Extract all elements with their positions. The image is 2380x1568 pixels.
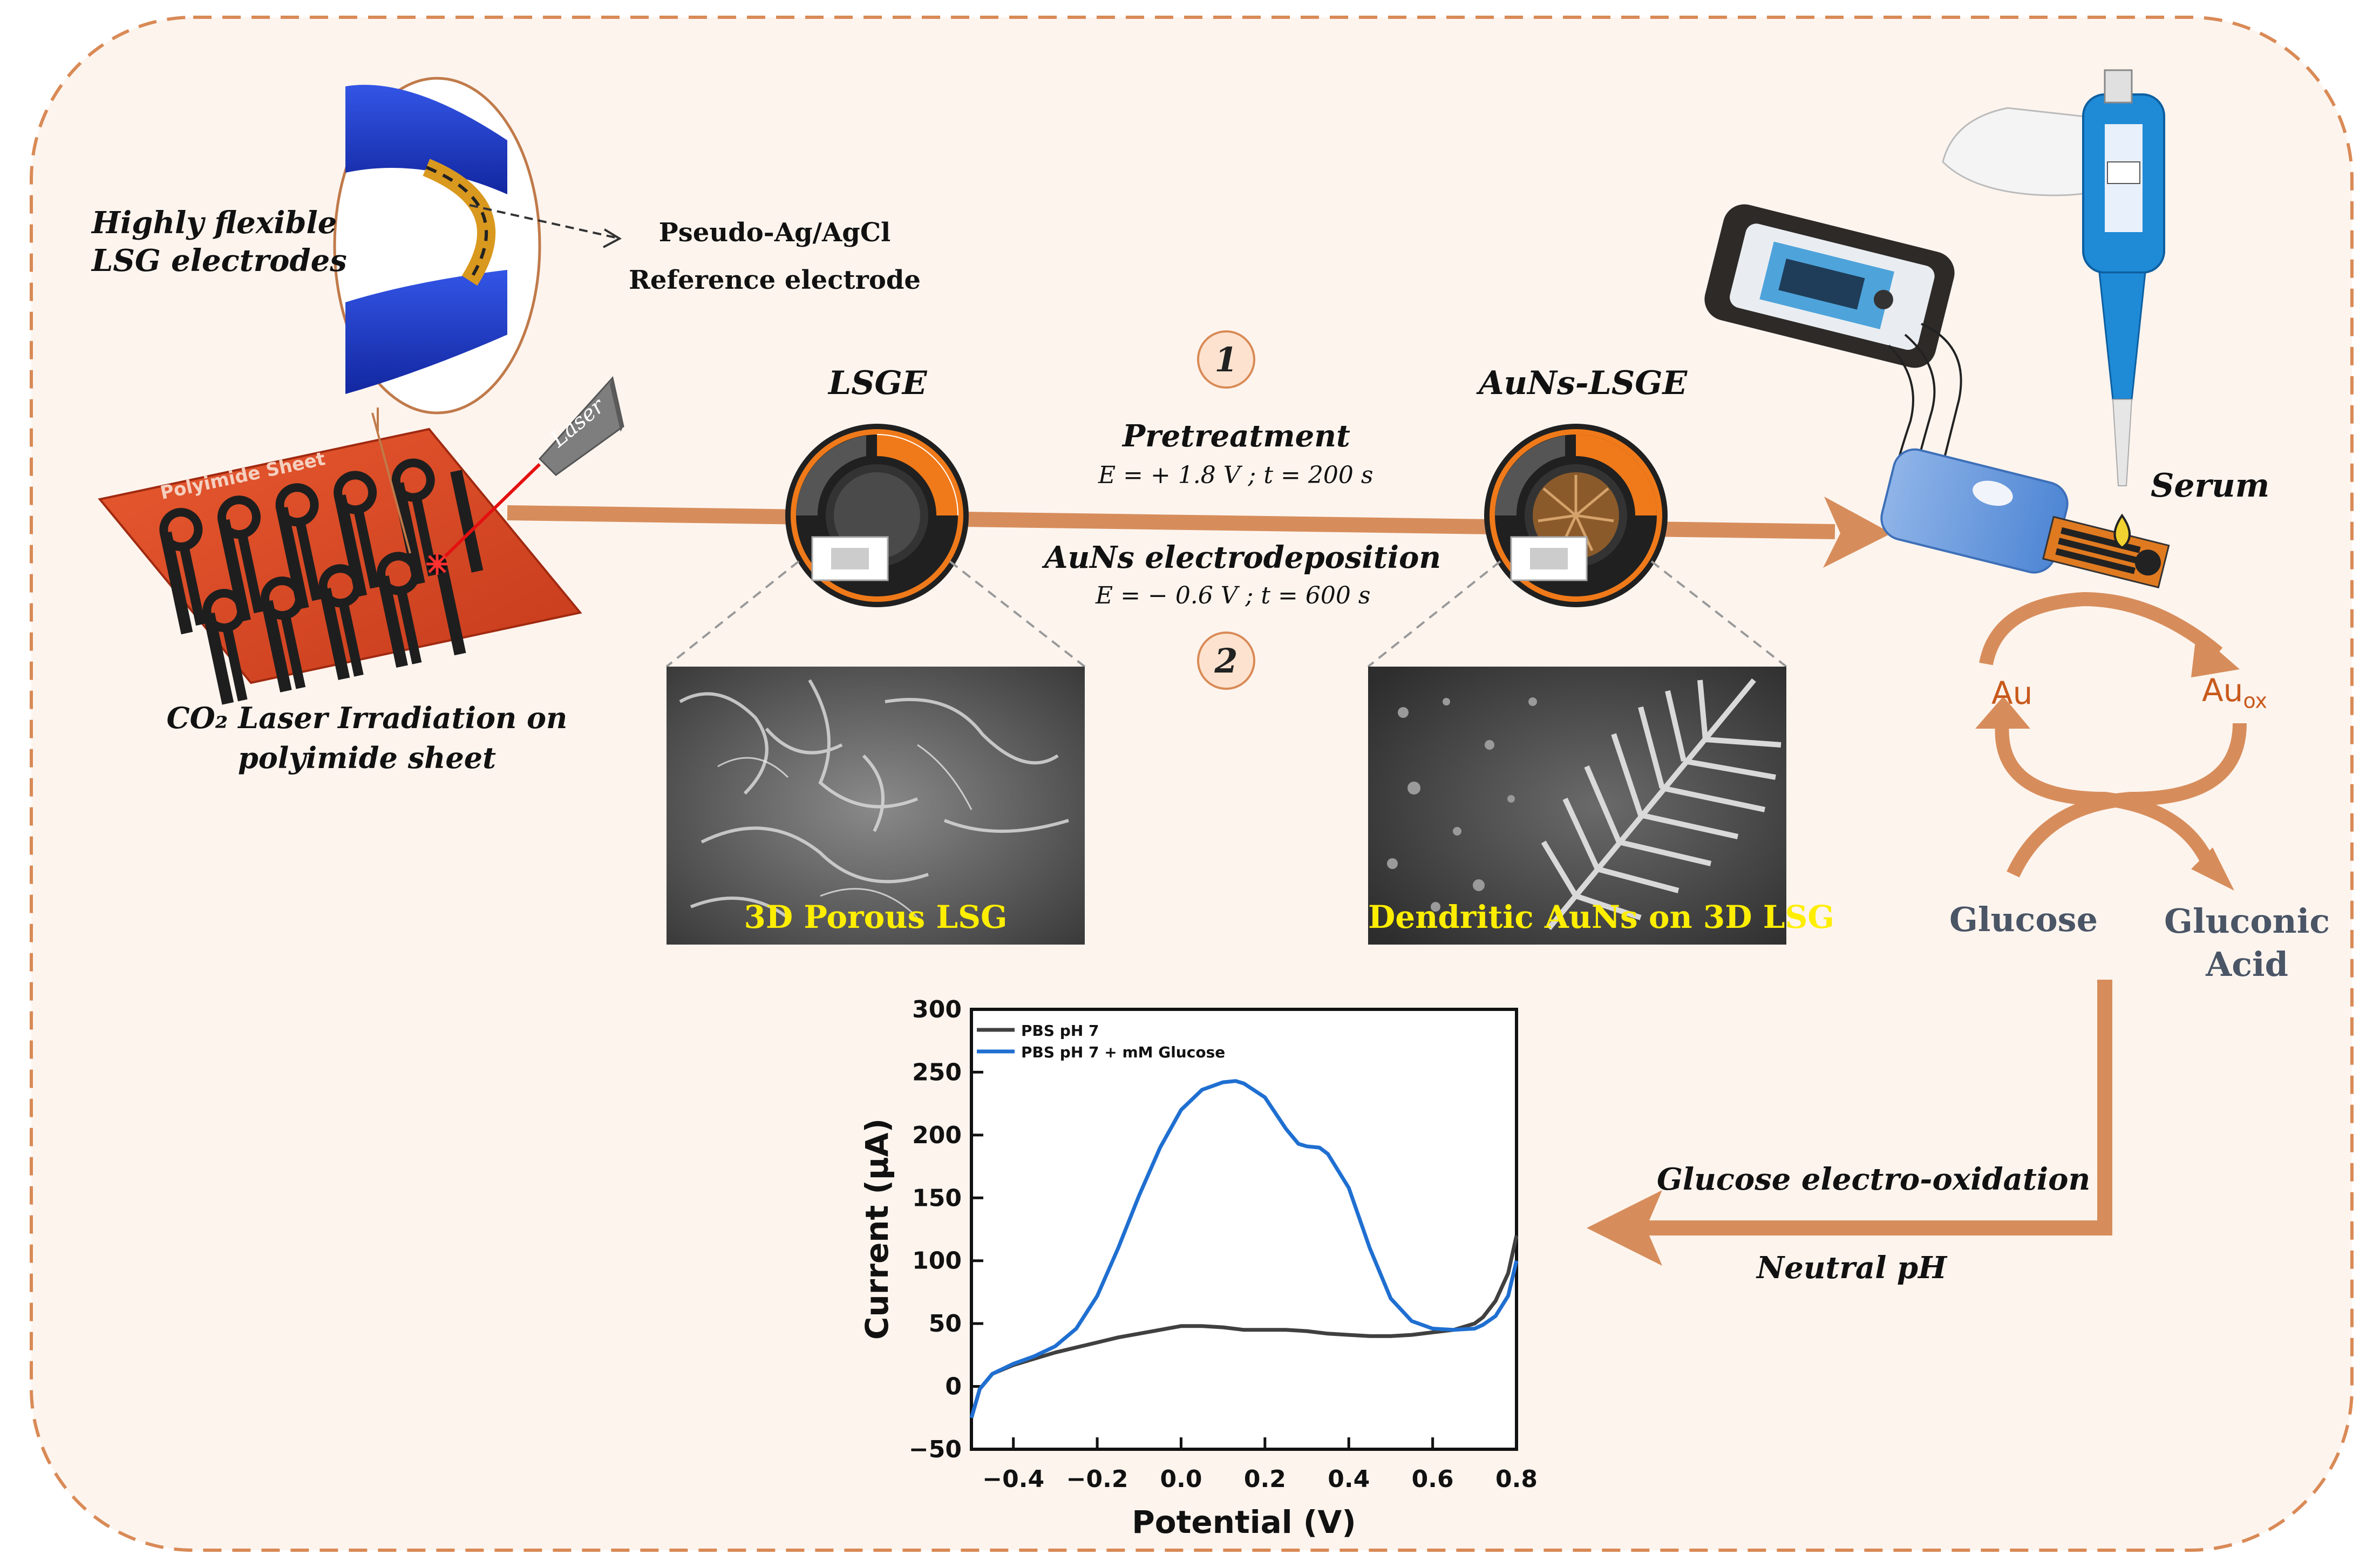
x-tick-label: 0.8 (1495, 1465, 1538, 1493)
x-tick-label: −0.4 (982, 1465, 1044, 1493)
step1-badge: 1 (1197, 330, 1255, 389)
sem-zoom-lines (665, 560, 1787, 668)
flexible-label-line1: Highly flexible (92, 205, 337, 241)
y-tick-label: 150 (912, 1184, 962, 1212)
auox-base: Au (2202, 672, 2243, 709)
step2-params: E = − 0.6 V ; t = 600 s (1096, 582, 1371, 609)
sem-image-porous-lsg (667, 667, 1085, 945)
glucose-label: Glucose (1949, 900, 2098, 939)
legend-entry: PBS pH 7 (1021, 1022, 1099, 1040)
glove-finger-top (345, 85, 507, 194)
cycle-arrowhead-top (2191, 632, 2240, 677)
lsge-electrode-icon (785, 424, 969, 607)
y-tick-label: 300 (912, 996, 962, 1023)
auox-subscript: ox (2243, 689, 2268, 713)
laser-irradiation-caption: CO₂ Laser Irradiation on polyimide sheet (162, 698, 572, 778)
flexible-electrodes-label: Highly flexible LSG electrodes (92, 204, 347, 280)
cycle-arrowhead-bottom (2191, 847, 2234, 891)
reference-line1: Pseudo-Ag/AgCl (658, 218, 891, 248)
laser-spot-icon (426, 553, 448, 575)
gluconic-line1: Gluconic (2164, 901, 2330, 941)
chart-y-axis-label: Current (µA) (859, 1118, 895, 1340)
chart-x-axis-label: Potential (V) (1132, 1504, 1356, 1540)
y-tick-label: 0 (945, 1373, 962, 1401)
step2-badge: 2 (1197, 632, 1255, 690)
sensor-strip-reader (1880, 448, 2170, 589)
y-tick-label: 100 (912, 1247, 962, 1275)
auns-lsge-label: AuNs-LSGE (1479, 364, 1688, 402)
laser-caption-line2: polyimide sheet (237, 741, 497, 775)
x-tick-label: 0.2 (1244, 1465, 1286, 1493)
y-tick-label: 50 (929, 1310, 962, 1338)
sem-left-caption: 3D Porous LSG (744, 899, 1008, 935)
gluconic-line2: Acid (2206, 945, 2288, 984)
au-label: Au (1991, 675, 2033, 711)
lsge-label: LSGE (828, 364, 927, 402)
cycle-arrowhead-left (1975, 696, 2030, 729)
electrode-pattern-array (159, 458, 484, 705)
sem-image-dendritic-auns (1368, 667, 1786, 945)
flexible-electrode-magnifier (333, 77, 541, 554)
x-tick-label: 0.0 (1160, 1465, 1202, 1493)
flexible-label-line2: LSG electrodes (92, 243, 347, 279)
step2-title: AuNs electrodeposition (1044, 540, 1441, 575)
neutral-ph-label: Neutral pH (1757, 1250, 1947, 1286)
cv-chart: −0.4 −0.2 0.0 0.2 0.4 0.6 0.8 −50 0 50 100 150 200 25… (859, 996, 1538, 1540)
x-tick-label: −0.2 (1066, 1465, 1128, 1493)
x-tick-label: 0.4 (1328, 1465, 1370, 1493)
laser-caption-line1: CO₂ Laser Irradiation on (166, 701, 568, 735)
auns-lsge-electrode-icon (1484, 424, 1668, 607)
reference-electrode-pointer (469, 204, 616, 239)
sem-right-caption: Dendritic AuNs on 3D LSG (1368, 899, 1834, 935)
reference-electrode-label: Pseudo-Ag/AgCl Reference electrode (629, 209, 921, 304)
glucose-oxidation-label: Glucose electro-oxidation (1657, 1162, 2091, 1197)
y-tick-label: 250 (912, 1058, 962, 1086)
series-line-2 (969, 1079, 1519, 1418)
y-tick-label: −50 (909, 1436, 962, 1463)
step1-params: E = + 1.8 V ; t = 200 s (1098, 461, 1373, 489)
pipette-icon (1942, 69, 2165, 549)
x-tick-label: 0.6 (1412, 1465, 1454, 1493)
potentiostat-device (1704, 204, 1955, 368)
laser-beam (436, 463, 541, 566)
legend-entry: PBS pH 7 + mM Glucose (1021, 1043, 1225, 1061)
redox-cycle-arrows (1979, 592, 2247, 878)
auox-label: Auox (2202, 672, 2267, 713)
glove-finger-bottom (345, 270, 507, 394)
dendrite-structure (1541, 678, 1781, 931)
serum-label: Serum (2151, 467, 2270, 505)
return-arrow (1587, 980, 2112, 1266)
y-tick-label: 200 (912, 1122, 962, 1149)
reference-line2: Reference electrode (629, 265, 921, 295)
chart-plot-area (970, 1008, 1518, 1451)
gluconic-acid-label: Gluconic Acid (2164, 900, 2330, 986)
step1-title: Pretreatment (1123, 418, 1350, 454)
